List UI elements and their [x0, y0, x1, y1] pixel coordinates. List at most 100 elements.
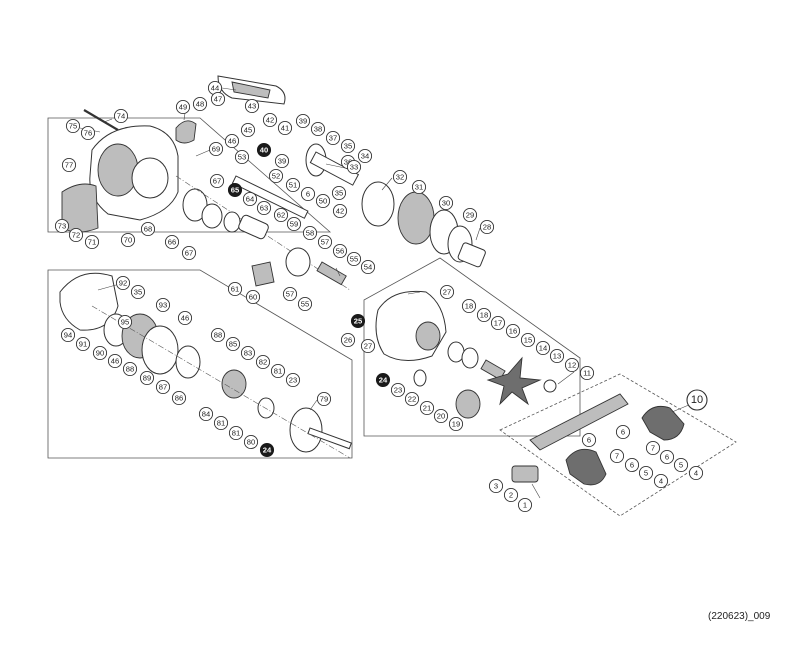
side-plate-73 [61, 183, 99, 233]
callout-5-b: 5 [638, 465, 654, 481]
callout-13-label: 13 [553, 352, 561, 361]
callout-14-label: 14 [539, 344, 547, 353]
spool-79 [289, 407, 323, 453]
callout-77: 77 [61, 157, 77, 173]
bearing-84 [221, 369, 247, 399]
star-drag-14 [486, 356, 542, 406]
callout-27-b: 27 [360, 338, 376, 354]
callout-91-label: 91 [79, 340, 87, 349]
part-64 [201, 203, 223, 229]
callout-39-a-label: 39 [299, 117, 307, 126]
callout-22: 22 [404, 391, 420, 407]
callout-15: 15 [520, 332, 536, 348]
callout-87: 87 [155, 379, 171, 395]
spool-shaft [307, 427, 352, 450]
callout-2-label: 2 [509, 491, 513, 500]
callout-50-label: 50 [319, 197, 327, 206]
callout-43-label: 43 [248, 102, 256, 111]
callout-38-label: 38 [314, 125, 322, 134]
callout-67-a: 67 [209, 173, 225, 189]
callout-39-b-label: 39 [278, 157, 286, 166]
callout-18-b-label: 18 [480, 311, 488, 320]
callout-41: 41 [277, 120, 293, 136]
handle-knob-left [565, 448, 607, 486]
callout-46-b-label: 46 [181, 314, 189, 323]
callout-5-a-label: 5 [679, 461, 683, 470]
callout-48-label: 48 [196, 100, 204, 109]
callout-6-d-label: 6 [587, 436, 591, 445]
callout-31: 31 [411, 179, 427, 195]
callout-81-b-label: 81 [217, 419, 225, 428]
callout-88-a: 88 [122, 361, 138, 377]
callout-79: 79 [316, 391, 332, 407]
leader-92 [97, 284, 117, 291]
callout-53: 53 [234, 149, 250, 165]
callout-83-label: 83 [244, 349, 252, 358]
callout-76: 76 [80, 125, 96, 141]
callout-18-a: 18 [461, 298, 477, 314]
callout-71: 71 [84, 234, 100, 250]
callout-95-label: 95 [121, 318, 129, 327]
callout-4-b-label: 4 [659, 477, 663, 486]
callout-93-label: 93 [159, 301, 167, 310]
callout-6-a-label: 6 [306, 190, 310, 199]
part-63 [223, 211, 241, 233]
callout-11-label: 11 [583, 369, 591, 378]
callout-80-label: 80 [247, 438, 255, 447]
callout-56-label: 56 [336, 247, 344, 256]
callout-23-b: 23 [390, 382, 406, 398]
handle-parts [511, 379, 685, 486]
callout-57-a-label: 57 [321, 238, 329, 247]
callout-34: 34 [357, 148, 373, 164]
clutch-plate-62 [238, 214, 269, 240]
callout-11: 11 [579, 365, 595, 381]
callout-51-label: 51 [289, 181, 297, 190]
part-23 [413, 369, 427, 387]
callout-24-a: 24 [259, 442, 275, 458]
callout-32-label: 32 [396, 173, 404, 182]
side-cover-parts [59, 272, 352, 459]
star-drag-32 [361, 181, 395, 227]
callout-75: 75 [65, 118, 81, 134]
callout-66-label: 66 [168, 238, 176, 247]
handle-frame-dashed [499, 373, 737, 517]
handle-arm [529, 393, 629, 451]
callout-48: 48 [192, 96, 208, 112]
callout-73-label: 73 [58, 222, 66, 231]
callout-68-label: 68 [144, 225, 152, 234]
callout-62-label: 62 [277, 211, 285, 220]
callout-63: 63 [256, 200, 272, 216]
callout-25: 25 [350, 313, 366, 329]
callout-79-label: 79 [320, 395, 328, 404]
callout-69-label: 69 [212, 145, 220, 154]
callout-57-b-label: 57 [286, 290, 294, 299]
callout-31-label: 31 [415, 183, 423, 192]
callout-28: 28 [479, 219, 495, 235]
callout-63-label: 63 [260, 204, 268, 213]
callout-80: 80 [243, 434, 259, 450]
callout-50: 50 [315, 193, 331, 209]
callout-62: 62 [273, 207, 289, 223]
leader-79 [309, 399, 318, 411]
callout-53-label: 53 [238, 153, 246, 162]
callout-18-b: 18 [476, 307, 492, 323]
cover-boss [415, 321, 441, 351]
callout-30-label: 30 [442, 199, 450, 208]
callout-26-label: 26 [344, 336, 352, 345]
callout-28-label: 28 [483, 223, 491, 232]
callout-87-label: 87 [159, 383, 167, 392]
callout-72: 72 [68, 227, 84, 243]
callout-81-a-label: 81 [274, 367, 282, 376]
leader-27 [407, 291, 421, 295]
callout-47-label: 47 [214, 95, 222, 104]
callout-90-label: 90 [96, 349, 104, 358]
callout-67-b-label: 67 [185, 249, 193, 258]
callout-46-label: 46 [228, 137, 236, 146]
callout-17: 17 [490, 315, 506, 331]
handle-nut-12 [543, 379, 557, 393]
callout-89-label: 89 [143, 374, 151, 383]
callout-6-e: 6 [624, 457, 640, 473]
callout-18-a-label: 18 [465, 302, 473, 311]
